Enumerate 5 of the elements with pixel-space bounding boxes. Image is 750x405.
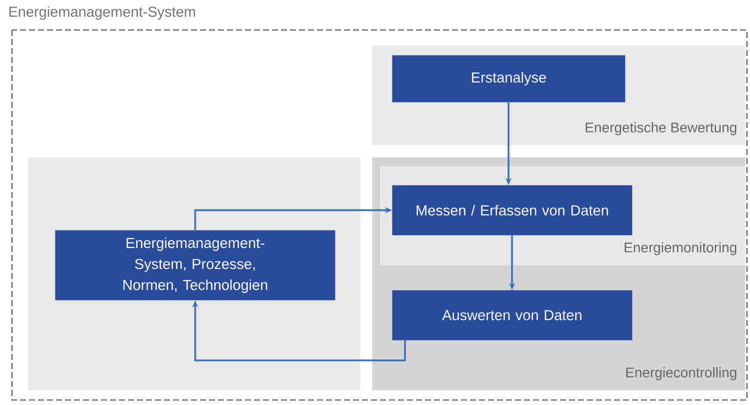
process-box: Auswerten von Daten xyxy=(392,290,632,340)
title: Energiemanagement-System xyxy=(9,6,196,20)
process-box: Messen / Erfassen von Daten xyxy=(392,185,632,236)
process-box: Erstanalyse xyxy=(392,55,626,102)
process-box: Energiemanagement-System, Prozesse, Normen, Technologien xyxy=(55,230,336,300)
